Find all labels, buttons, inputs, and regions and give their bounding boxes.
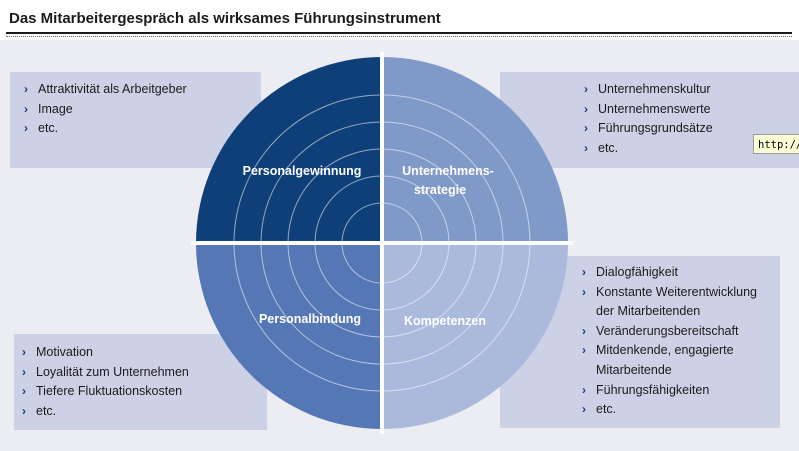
bullet-item: der Mitarbeitenden bbox=[582, 302, 780, 322]
chevron-right-icon: › bbox=[582, 323, 586, 338]
bullet-item: › etc. bbox=[24, 119, 261, 139]
bullet-text: Unternehmenswerte bbox=[598, 101, 711, 116]
chevron-right-icon: › bbox=[584, 121, 588, 136]
bullet-item: › etc. bbox=[582, 400, 780, 420]
chevron-right-icon: › bbox=[22, 403, 26, 418]
bullet-text: Image bbox=[38, 101, 73, 116]
bullet-text: Veränderungsbereitschaft bbox=[596, 323, 739, 338]
chevron-right-icon: › bbox=[24, 121, 28, 136]
label-kompetenzen: Kompetenzen bbox=[404, 314, 486, 328]
box-personalbindung: › Motivation › Loyalität zum Unternehmen › Ti… bbox=[14, 334, 267, 430]
chevron-right-icon: › bbox=[584, 82, 588, 96]
chevron-right-icon: › bbox=[582, 265, 586, 279]
label-personalgewinnung: Personalgewinnung bbox=[243, 164, 362, 178]
url-tooltip: http://w bbox=[753, 134, 799, 154]
bullet-text: etc. bbox=[36, 403, 57, 418]
label-unternehmensstrategie-1: Unternehmens- bbox=[402, 164, 494, 178]
bullet-item: › Dialogfähigkeit bbox=[582, 263, 780, 283]
bullet-item: › Mitdenkende, engagierte bbox=[582, 341, 780, 361]
bullet-text: Dialogfähigkeit bbox=[596, 265, 678, 279]
chevron-right-icon: › bbox=[24, 101, 28, 116]
chevron-right-icon: › bbox=[582, 343, 586, 358]
bullet-text: Attraktivität als Arbeitgeber bbox=[38, 82, 187, 96]
box-personalgewinnung: › Attraktivität als Arbeitgeber › Image › etc… bbox=[10, 72, 261, 168]
bullet-item: › Unternehmenskultur bbox=[584, 80, 799, 100]
bullet-item: › Loyalität zum Unternehmen bbox=[22, 363, 267, 383]
bullet-text: Führungsgrundsätze bbox=[598, 121, 713, 136]
chevron-right-icon: › bbox=[582, 402, 586, 417]
bullet-text: Motivation bbox=[36, 345, 93, 359]
bullet-text: etc. bbox=[596, 402, 617, 417]
title-dotted-rule bbox=[6, 36, 792, 37]
title-rule bbox=[6, 32, 792, 34]
bullet-text: Mitdenkende, engagierte bbox=[596, 343, 734, 358]
bullet-item: › Veränderungsbereitschaft bbox=[582, 322, 780, 342]
chevron-right-icon: › bbox=[582, 382, 586, 397]
bullet-text: der Mitarbeitenden bbox=[596, 304, 701, 319]
bullet-item: › Attraktivität als Arbeitgeber bbox=[24, 80, 261, 100]
bullet-item: › Tiefere Fluktuationskosten bbox=[22, 382, 267, 402]
chevron-right-icon: › bbox=[582, 284, 586, 299]
bullet-item: › Führungsgrundsätze bbox=[584, 119, 799, 139]
quadrant-dividers bbox=[191, 52, 573, 434]
chevron-right-icon: › bbox=[22, 364, 26, 379]
bullet-item: › Unternehmenswerte bbox=[584, 100, 799, 120]
bullet-item: Mitarbeitende bbox=[582, 361, 780, 381]
chevron-right-icon: › bbox=[24, 82, 28, 96]
quadrant-personalgewinnung bbox=[196, 57, 382, 243]
quadrant-unternehmensstrategie bbox=[382, 57, 568, 243]
page-title: Das Mitarbeitergespräch als wirksames Fü… bbox=[9, 10, 441, 27]
chevron-right-icon: › bbox=[584, 140, 588, 155]
bullet-text: Führungsfähigkeiten bbox=[596, 382, 710, 397]
label-unternehmensstrategie-2: strategie bbox=[414, 183, 466, 197]
bullet-text: Tiefere Fluktuationskosten bbox=[36, 384, 183, 399]
bullet-text: Unternehmenskultur bbox=[598, 82, 711, 96]
bullet-item: › Führungsfähigkeiten bbox=[582, 381, 780, 401]
bullet-item: › etc. bbox=[584, 139, 799, 159]
bullet-item: › etc. bbox=[22, 402, 267, 422]
label-personalbindung: Personalbindung bbox=[259, 312, 361, 326]
bullet-item: › Motivation bbox=[22, 343, 267, 363]
bullet-item: › Image bbox=[24, 100, 261, 120]
bullet-text: Mitarbeitende bbox=[596, 362, 672, 377]
quadrant-personalbindung bbox=[196, 243, 382, 429]
chevron-right-icon: › bbox=[584, 101, 588, 116]
bullet-text: Konstante Weiterentwicklung bbox=[596, 284, 757, 299]
bullet-text: etc. bbox=[598, 140, 619, 155]
chevron-right-icon: › bbox=[22, 384, 26, 399]
bullet-text: etc. bbox=[38, 121, 59, 136]
bullet-text: Loyalität zum Unternehmen bbox=[36, 364, 189, 379]
quadrant-kompetenzen bbox=[382, 243, 568, 429]
chevron-right-icon: › bbox=[22, 345, 26, 359]
box-unternehmensstrategie: › Unternehmenskultur › Unternehmenswerte › Fü… bbox=[500, 72, 799, 168]
bullet-item: › Konstante Weiterentwicklung bbox=[582, 283, 780, 303]
